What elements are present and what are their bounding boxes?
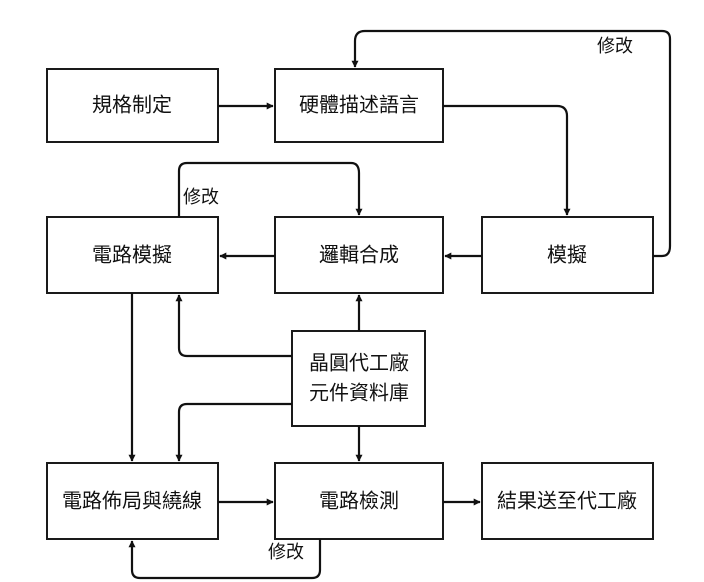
check-label: 電路檢測	[319, 489, 399, 513]
arrow-hdl-to-sim	[443, 104, 571, 216]
spec-box: 規格制定	[46, 68, 219, 143]
modify-label-top: 修改	[597, 36, 633, 57]
tapeout-label: 結果送至代工廠	[497, 489, 637, 513]
synth-box: 邏輯合成	[274, 216, 444, 294]
arrow-check-modify-to-layout	[128, 539, 322, 580]
circuit-sim-box: 電路模擬	[46, 216, 219, 294]
arrow-lib-to-layout	[175, 402, 292, 462]
tapeout-box: 結果送至代工廠	[481, 462, 654, 540]
foundry-lib-label-line2: 元件資料庫	[309, 381, 409, 405]
foundry-lib-label-line1: 晶圓代工廠	[309, 351, 409, 375]
arrow-circuit-sim-modify-to-synth	[177, 161, 363, 217]
modify-label-bottom: 修改	[268, 542, 304, 563]
arrow-lib-to-circuit-sim	[175, 294, 292, 358]
spec-label: 規格制定	[92, 93, 172, 117]
foundry-lib-box: 晶圓代工廠 元件資料庫	[291, 330, 426, 427]
sim-label: 模擬	[547, 243, 587, 267]
hdl-box: 硬體描述語言	[274, 68, 444, 143]
check-box: 電路檢測	[274, 462, 444, 540]
layout-label: 電路佈局與繞線	[62, 489, 202, 513]
synth-label: 邏輯合成	[319, 243, 399, 267]
circuit-sim-label: 電路模擬	[92, 243, 172, 267]
sim-box: 模擬	[481, 216, 654, 294]
modify-label-mid: 修改	[183, 187, 219, 208]
hdl-label: 硬體描述語言	[299, 93, 419, 117]
arrow-sim-modify-to-hdl	[351, 29, 672, 258]
layout-box: 電路佈局與繞線	[46, 462, 219, 540]
